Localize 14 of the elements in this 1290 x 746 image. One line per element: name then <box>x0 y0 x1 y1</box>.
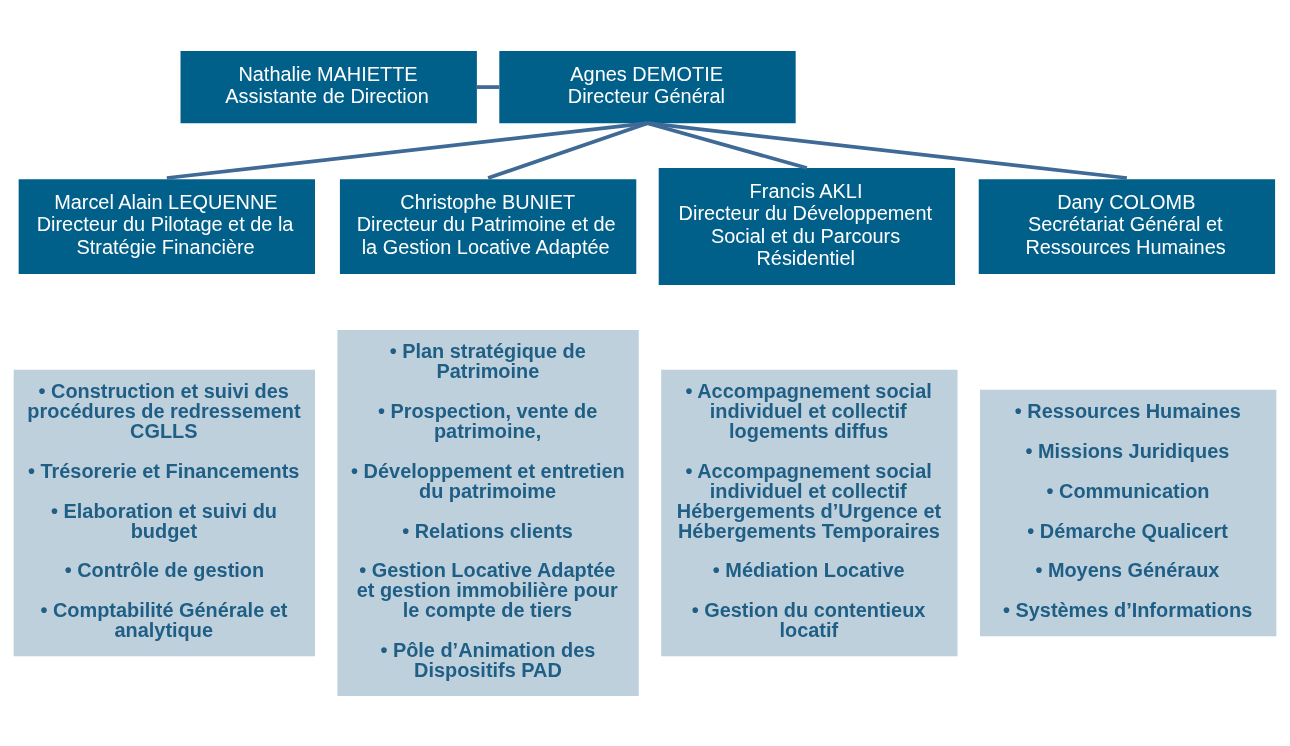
connector <box>647 120 1128 180</box>
node-box: Christophe BUNIET Directeur du Patrimoine et de la Gestion Locative Adaptée <box>339 178 637 274</box>
node-box: • Accompagnement social individuel et collectif logements diffus • Accompagnement social individuel et collectif Hébergements d’Urgence et Hébergements Temporaires • Médiation Locative • Gestion du contentieux locatif <box>661 369 958 656</box>
node-box: • Ressources Humaines • Missions Juridiques • Communication • Démarche Qualicert • Moyens Généraux • Systèmes d’Informations <box>979 389 1277 636</box>
node-box: Francis AKLI Directeur du Développement Social et du Parcours Résidentiel <box>658 167 956 285</box>
connector <box>166 120 648 180</box>
node-box: Marcel Alain LEQUENNE Directeur du Pilotage et de la Stratégie Financière <box>18 178 315 274</box>
connector <box>487 120 649 180</box>
node-box: • Construction et suivi des procédures de redressement CGLLS • Trésorerie et Financements • Elaboration et suivi du budget • Contrôle de gestion • Comptabilité Générale et analytique <box>13 369 315 656</box>
node-box: Nathalie MAHIETTE Assistante de Direction <box>180 50 477 123</box>
node-box: • Plan stratégique de Patrimoine • Prospection, vente de patrimoine, • Développement et entretien du patrimoime • Relations clients • Gestion Locative Adaptée et gestion immobilière pour le compte de tiers • Pôle d’Animation des Dispositifs PAD <box>337 329 639 696</box>
connector <box>476 84 500 89</box>
node-box: Dany COLOMB Secrétariat Général et Ressources Humaines <box>978 178 1276 274</box>
node-box: Agnes DEMOTIE Directeur Général <box>499 50 796 123</box>
